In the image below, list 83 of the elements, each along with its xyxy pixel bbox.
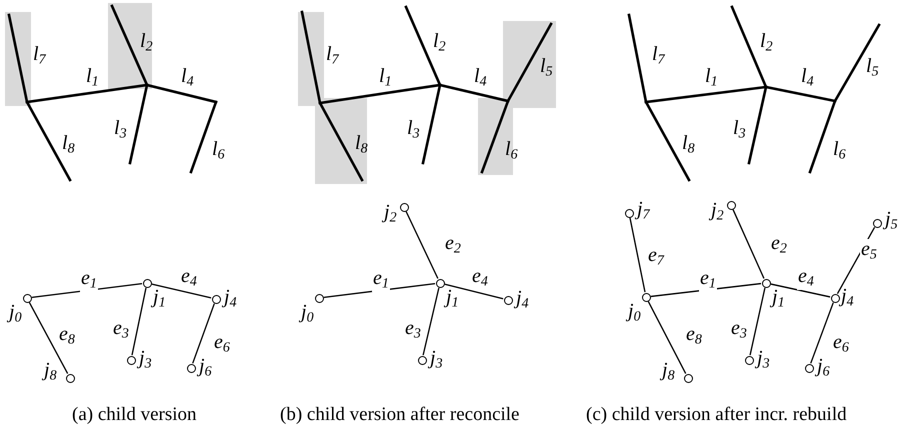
- segment-label: l$_{3}$: [733, 118, 746, 142]
- connector-line: [770, 283, 830, 298]
- joint-circle: [314, 294, 324, 302]
- joint-circle: [418, 356, 426, 364]
- connector-line: [131, 288, 147, 356]
- figure-caption: (c) child version after incr. rebuild: [586, 405, 847, 424]
- connector-line: [28, 302, 68, 374]
- segment-label: l$_{6}$: [505, 139, 518, 162]
- joint-circle: [624, 208, 634, 218]
- joint-label: j$_{1}$: [153, 287, 166, 310]
- joint-circle: [762, 278, 770, 288]
- connector-line: [324, 282, 436, 298]
- connector-line: [444, 284, 504, 300]
- joint-label: j$_{3}$: [139, 348, 152, 372]
- joint-label: j$_{1}$: [772, 287, 785, 310]
- connector-line: [629, 218, 646, 292]
- segment-label: l$_{7}$: [33, 44, 46, 68]
- figure-caption: (a) child version: [72, 405, 197, 424]
- joint-label: j$_{8}$: [662, 360, 675, 384]
- segment-label: l$_{6}$: [212, 139, 225, 162]
- segment-label: l$_{5}$: [866, 56, 879, 80]
- joint-circle: [872, 218, 882, 228]
- segment-label: l$_{8}$: [682, 133, 695, 156]
- joint-circle: [744, 356, 754, 364]
- connector-line: [732, 209, 765, 279]
- segment-label: l$_{2}$: [433, 31, 446, 54]
- joint-label: j$_{3}$: [430, 348, 443, 372]
- joint-label: j$_{0}$: [628, 301, 641, 324]
- segment-label: l$_{5}$: [540, 56, 553, 80]
- segment-label: l$_{1}$: [379, 66, 392, 90]
- connector-line: [192, 303, 215, 364]
- connector-line: [836, 227, 876, 294]
- joint-circle: [212, 294, 220, 304]
- segment-label: l$_{4}$: [181, 66, 194, 90]
- connector-line: [152, 284, 212, 298]
- joint-circle: [804, 364, 814, 372]
- joint-label: j$_{7}$: [637, 199, 650, 222]
- joint-label: j$_{6}$: [199, 356, 212, 380]
- figure-caption: (b) child version after reconcile: [280, 405, 520, 424]
- joint-circle: [186, 364, 196, 372]
- joint-label: j$_{0}$: [301, 302, 314, 326]
- segment-label: l$_{8}$: [62, 133, 75, 156]
- joint-label: j$_{5}$: [885, 209, 898, 232]
- segment-label: l$_{7}$: [326, 44, 339, 68]
- segment-label: l$_{3}$: [114, 118, 127, 142]
- joint-label: j$_{0}$: [9, 302, 22, 326]
- joint-circle: [66, 374, 74, 382]
- segment-label: l$_{8}$: [355, 133, 368, 156]
- joint-label: j$_{4}$: [841, 286, 854, 310]
- joint-label: j$_{6}$: [817, 356, 830, 380]
- joint-circle: [22, 294, 32, 302]
- connector-line: [32, 282, 142, 298]
- segment-label: l$_{3}$: [407, 118, 420, 142]
- joint-label: j$_{3}$: [757, 348, 770, 372]
- segment-label: l$_{4}$: [801, 66, 814, 90]
- connector-line: [650, 282, 762, 298]
- joint-circle: [684, 374, 692, 382]
- joint-label: j$_{8}$: [44, 360, 57, 384]
- segment-label: l$_{6}$: [833, 139, 846, 162]
- connector-line: [648, 301, 686, 374]
- joint-circle: [436, 278, 444, 288]
- joint-label: j$_{2}$: [711, 200, 724, 224]
- joint-circle: [400, 202, 408, 212]
- connector-line: [749, 288, 766, 356]
- joint-circle: [726, 200, 736, 210]
- joint-circle: [830, 294, 840, 302]
- joint-label: j$_{4}$: [516, 288, 529, 312]
- joint-label: j$_{4}$: [224, 287, 237, 310]
- segment-label: l$_{2}$: [140, 31, 153, 54]
- connector-line: [422, 288, 440, 356]
- joint-label: j$_{1}$: [446, 287, 459, 310]
- joint-circle: [126, 356, 136, 364]
- joint-circle: [504, 296, 512, 304]
- connector-line: [810, 302, 834, 364]
- joint-circle: [642, 292, 650, 302]
- segment-label: l$_{2}$: [760, 31, 773, 54]
- segment-label: l$_{1}$: [86, 66, 99, 90]
- joint-label: j$_{2}$: [384, 202, 397, 226]
- segment-label: l$_{1}$: [705, 66, 718, 90]
- joint-circle: [142, 278, 152, 288]
- segment-label: l$_{4}$: [474, 66, 487, 90]
- segment-label: l$_{7}$: [652, 44, 665, 68]
- connector-line: [406, 211, 438, 279]
